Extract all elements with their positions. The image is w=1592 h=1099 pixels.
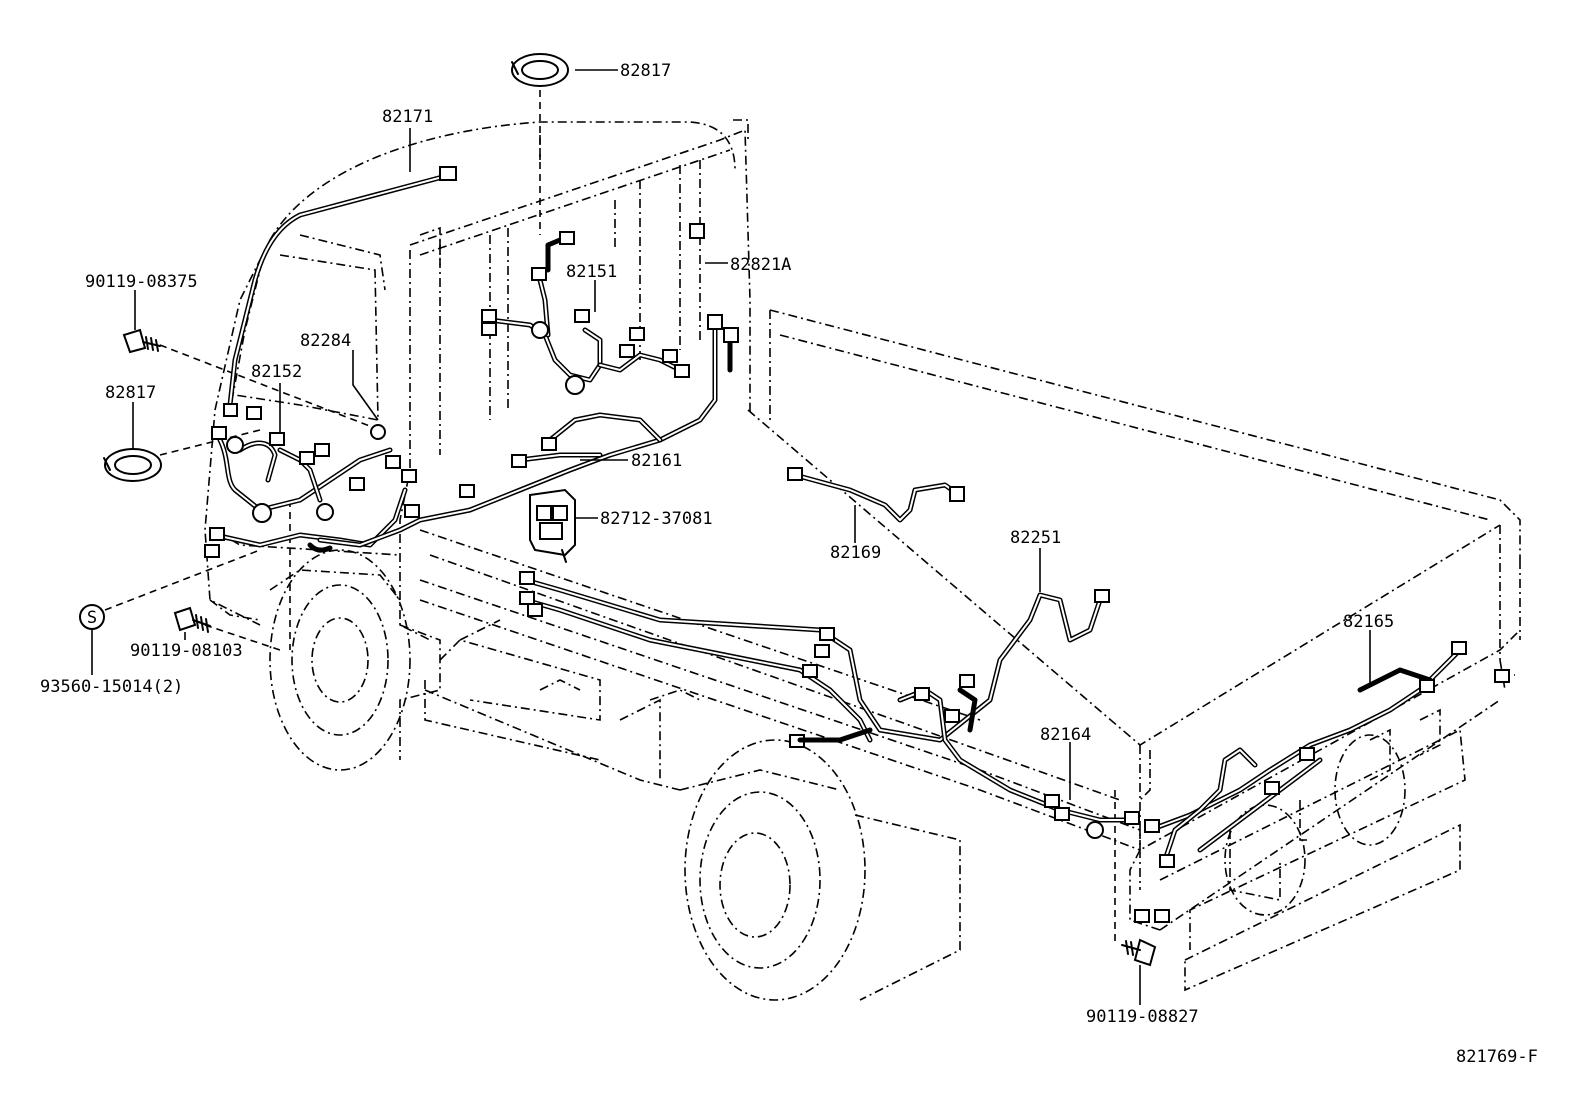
front-wheel xyxy=(269,549,411,771)
relay-block-82712-37081 xyxy=(529,488,576,563)
label-90119-08827: 90119-08827 xyxy=(1086,1007,1199,1027)
label-82817-left: 82817 xyxy=(105,383,156,403)
cab-outline xyxy=(204,119,751,761)
label-82712-37081: 82712-37081 xyxy=(600,509,713,529)
frame-harness-82251 xyxy=(519,571,1140,839)
main-harness-82161 xyxy=(307,314,739,553)
label-82821a: 82821A xyxy=(730,255,791,275)
leader-lines xyxy=(91,69,1371,1005)
rear-wheel xyxy=(679,739,961,1001)
label-82152: 82152 xyxy=(251,362,302,382)
part-labels: 82817 82171 82821A 82151 90119-08375 822… xyxy=(40,61,1538,1067)
label-82165: 82165 xyxy=(1343,612,1394,632)
s-symbol-93560: S xyxy=(79,604,105,630)
label-90119-08103: 90119-08103 xyxy=(130,641,243,661)
bolt-90119-08103 xyxy=(173,606,211,633)
bolt-90119-08375 xyxy=(122,328,161,354)
label-82171: 82171 xyxy=(382,107,433,127)
label-82251: 82251 xyxy=(1010,528,1061,548)
rear-harness-82151 xyxy=(481,223,705,395)
label-82169: 82169 xyxy=(830,543,881,563)
label-82164: 82164 xyxy=(1040,725,1091,745)
label-82817-top: 82817 xyxy=(620,61,671,81)
grommet-82817-left xyxy=(103,448,162,482)
cargo-bed-outline xyxy=(419,309,1521,992)
label-93560-15014: 93560-15014(2) xyxy=(40,677,183,697)
label-82161: 82161 xyxy=(631,451,682,471)
label-82151: 82151 xyxy=(566,262,617,282)
label-82284: 82284 xyxy=(300,331,351,351)
bed-harness-82169 xyxy=(787,467,965,523)
bolt-90119-08827 xyxy=(1121,938,1157,967)
guide-lines xyxy=(104,90,1116,945)
label-90119-08375: 90119-08375 xyxy=(85,272,198,292)
figure-reference: 821769-F xyxy=(1456,1047,1538,1067)
s-symbol-text: S xyxy=(87,608,97,628)
rear-harness-82165 xyxy=(1134,641,1510,923)
roof-harness-82171 xyxy=(223,166,457,417)
grommet-82817-top xyxy=(511,53,569,87)
